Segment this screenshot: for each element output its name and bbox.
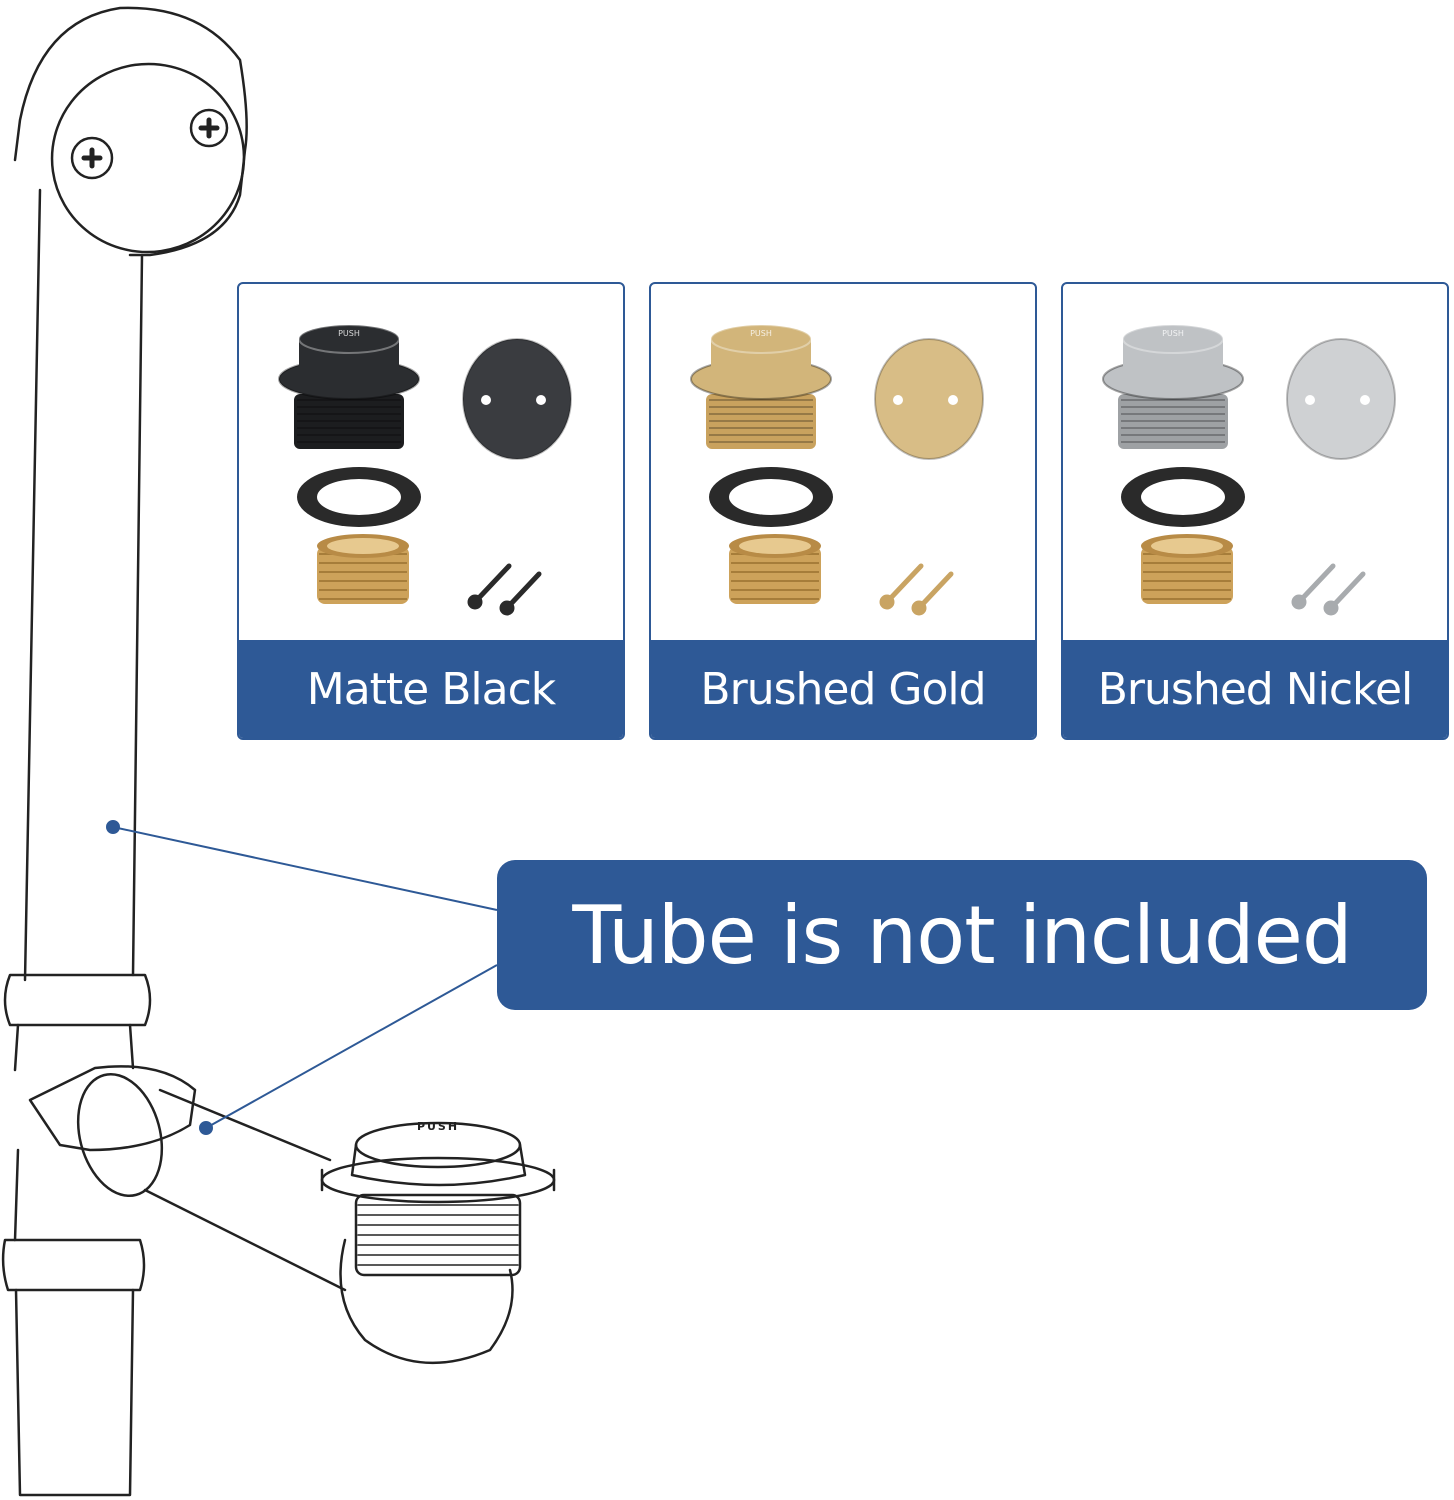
gasket-icon (709, 467, 833, 527)
finish-label: Brushed Gold (651, 640, 1035, 738)
screws-icon (1291, 563, 1366, 616)
faceplate-icon (462, 338, 572, 460)
drain-cap-text: PUSH (417, 1120, 459, 1133)
gasket-icon (297, 467, 421, 527)
overflow-head-outline (13, 6, 248, 257)
drain-threads (354, 1193, 522, 1277)
brass-ring-icon (729, 534, 821, 604)
faceplate-screw-right (189, 108, 229, 148)
overflow-faceplate (50, 62, 246, 254)
kit-image: PUSH (690, 324, 984, 616)
upper-coupling (3, 973, 152, 1027)
gasket-icon (1121, 467, 1245, 527)
drain-arm-top (158, 1088, 332, 1162)
finish-card-brushed-gold: PUSH Brushed Gold (649, 282, 1037, 740)
screws-icon (467, 563, 542, 616)
vertical-tube-left-edge (23, 188, 42, 982)
tube-not-included-callout: Tube is not included (497, 860, 1427, 1010)
faceplate-icon (1286, 338, 1396, 460)
finish-card-matte-black: PUSH Matte Black (237, 282, 625, 740)
faceplate-icon (874, 338, 984, 460)
drain-shoe (339, 1238, 514, 1365)
finish-label: Brushed Nickel (1063, 640, 1447, 738)
finish-card-brushed-nickel: PUSH Brushed Nickel (1061, 282, 1449, 740)
vertical-tube-right-edge (131, 253, 144, 977)
svg-text:PUSH: PUSH (1162, 329, 1184, 338)
tee-fitting (28, 1065, 197, 1152)
stopper-icon: PUSH (1102, 324, 1244, 449)
brass-ring-icon (317, 534, 409, 604)
leader-line-tube (112, 826, 498, 911)
leader-dot-arm (199, 1121, 213, 1135)
kit-image: PUSH (1102, 324, 1396, 616)
drain-cap (350, 1143, 527, 1187)
stopper-icon: PUSH (690, 324, 832, 449)
svg-text:PUSH: PUSH (750, 329, 772, 338)
drain-arm-bottom (143, 1188, 347, 1292)
kit-image: PUSH (278, 324, 572, 616)
stopper-icon: PUSH (278, 324, 420, 449)
svg-text:PUSH: PUSH (338, 329, 360, 338)
brass-ring-icon (1141, 534, 1233, 604)
lower-coupling (1, 1238, 146, 1292)
leader-line-arm (205, 964, 498, 1129)
leader-dot-tube (106, 820, 120, 834)
finish-label: Matte Black (239, 640, 623, 738)
faceplate-screw-left (70, 136, 114, 180)
screws-icon (879, 563, 954, 616)
